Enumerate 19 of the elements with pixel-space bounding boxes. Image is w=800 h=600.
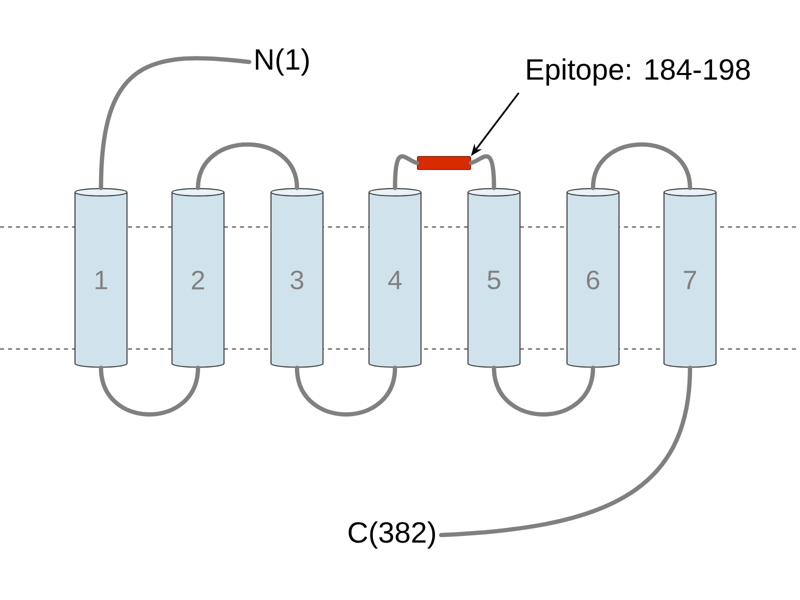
loop-line bbox=[468, 154, 496, 190]
terminus-label: C(382) bbox=[348, 521, 435, 549]
helix-cylinder: 1 bbox=[74, 188, 128, 368]
terminus-label: N(1) bbox=[256, 48, 309, 76]
helix-cylinder: 4 bbox=[368, 188, 422, 368]
helix-cylinder: 2 bbox=[171, 188, 225, 368]
callout-label: Epitope: 184-198 bbox=[527, 58, 750, 86]
helix-cylinder: 7 bbox=[663, 188, 717, 368]
loop-line bbox=[590, 142, 692, 190]
loop-line bbox=[492, 366, 596, 417]
helix-cylinder: 6 bbox=[566, 188, 620, 368]
helix-cylinder: 3 bbox=[270, 188, 324, 368]
loop-line bbox=[438, 366, 692, 538]
helix-cylinder: 5 bbox=[467, 188, 521, 368]
loop-line bbox=[98, 56, 252, 190]
epitope-bar bbox=[417, 156, 471, 170]
loop-line bbox=[196, 142, 300, 190]
loop-line bbox=[98, 366, 200, 417]
loop-line bbox=[294, 366, 398, 417]
